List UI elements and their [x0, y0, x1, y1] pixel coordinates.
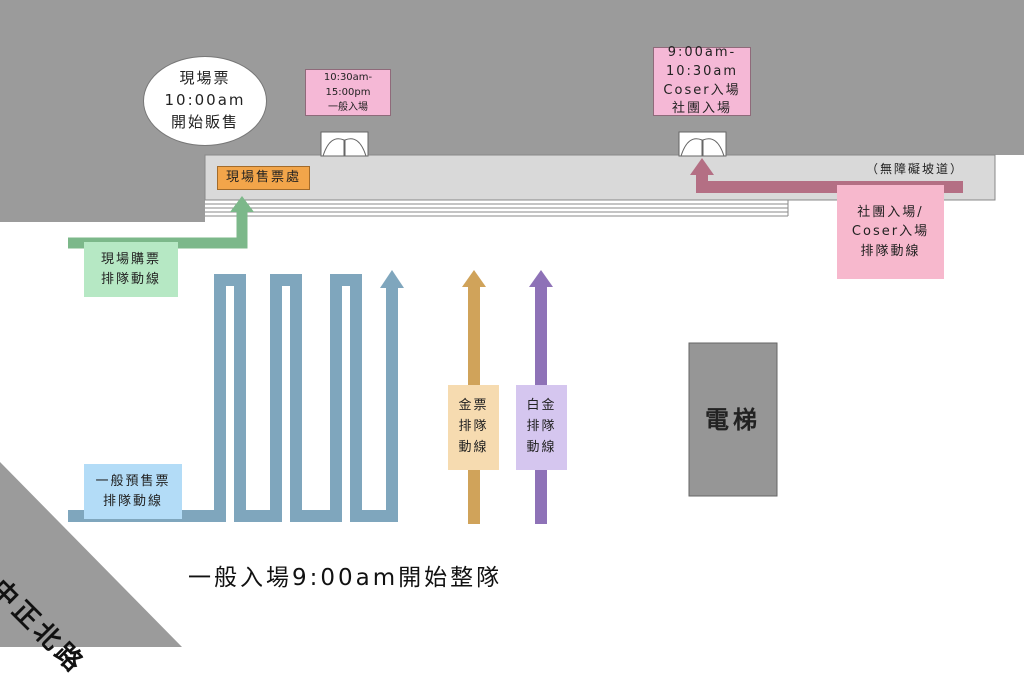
- entrance-steps: [205, 200, 789, 217]
- coser-entry-sign: 9:00am-10:30am Coser入場 社團入場: [653, 45, 751, 116]
- general-entrance-door-icon: [320, 131, 369, 157]
- elevator-block: [688, 342, 778, 497]
- general-presale-queue-arrow: [68, 270, 404, 522]
- presale-queue-label: 一般預售票 排隊動線: [84, 464, 182, 519]
- ticket-booth-label: 現場售票處: [217, 166, 310, 190]
- onsite-purchase-queue-label: 現場購票 排隊動線: [84, 242, 178, 297]
- club-coser-queue-label: 社團入場/ Coser入場 排隊動線: [837, 185, 944, 279]
- onsite-ticket-bubble-text: 現場票 10:00am 開始販售: [164, 69, 246, 131]
- coser-entrance-door-icon: [678, 131, 727, 157]
- elevator-label: 電梯: [705, 405, 761, 434]
- gold-queue-label: 金票 排隊 動線: [448, 385, 499, 470]
- platinum-queue-label: 白金 排隊 動線: [516, 385, 567, 470]
- general-entry-time-caption: 一般入場9:00am開始整隊: [188, 565, 503, 591]
- street-corner: [0, 462, 182, 647]
- onsite-ticket-bubble: [143, 56, 267, 146]
- general-entry-sign: 10:30am-15:00pm 一般入場: [305, 69, 391, 116]
- barrier-free-ramp-label: （無障礙坡道）: [866, 162, 965, 176]
